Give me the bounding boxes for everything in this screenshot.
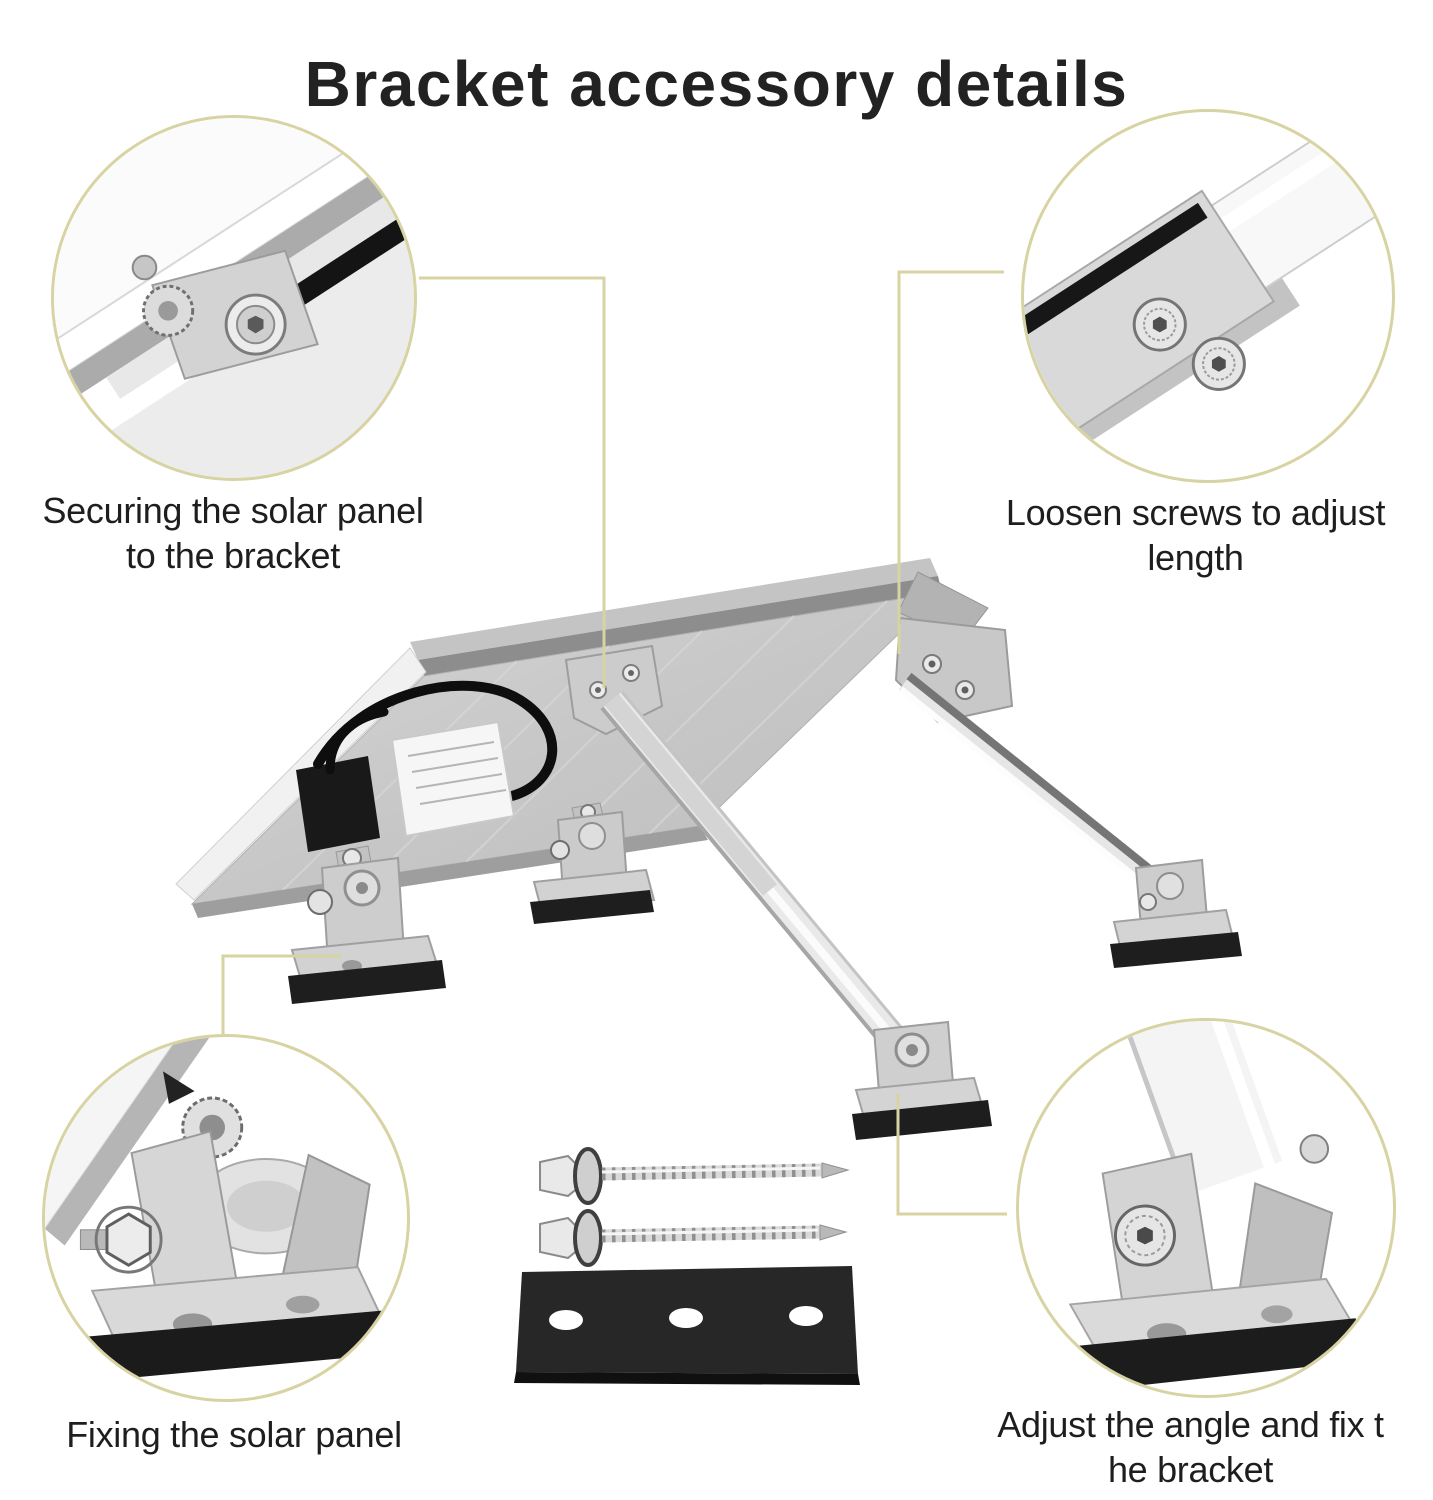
page-title: Bracket accessory details (304, 47, 1129, 120)
foot-mount-far-right (1110, 858, 1242, 968)
corner-hinge-bracket (894, 571, 1014, 724)
caption-line: Adjust the angle and fix t (997, 1404, 1384, 1445)
rubber-pad (1058, 1318, 1366, 1394)
side-bolt (105, 1212, 152, 1267)
caption-line: Loosen screws to adjust (1005, 492, 1386, 533)
caption-line: Fixing the solar panel (66, 1414, 402, 1455)
caption-securing-panel: Securing the solar panel to the bracket (0, 488, 466, 578)
leader-line-top-right (897, 270, 1004, 654)
adjustment-screw-1 (1132, 297, 1187, 352)
adjustment-screw-2 (1191, 336, 1246, 391)
caption-line: length (1147, 537, 1244, 578)
caption-adjust-angle: Adjust the angle and fix t he bracket (948, 1402, 1433, 1492)
caption-line: Securing the solar panel (42, 490, 424, 531)
leader-line-bottom-left (221, 954, 342, 1034)
spec-label (390, 720, 516, 838)
foot-mount-middle (530, 802, 656, 924)
leader-line-top-left (419, 276, 606, 688)
junction-box (296, 680, 558, 852)
detail-photo-securing-panel (51, 115, 417, 481)
mounting-screw-2 (539, 1209, 848, 1267)
rubber-mounting-pad (514, 1266, 860, 1385)
foot-mount-rear-center (852, 1020, 992, 1140)
caption-line: he bracket (1107, 1449, 1274, 1490)
leader-line-bottom-right (896, 1094, 1007, 1216)
rubber-pad (82, 1310, 392, 1382)
foot-mount-front-left (288, 845, 446, 1004)
detail-photo-fixing-panel (42, 1034, 410, 1402)
panel-clamp-bracket (564, 644, 664, 736)
detail-photo-adjust-length (1021, 109, 1395, 483)
front-support-arm (600, 691, 917, 1062)
rear-support-arm (898, 672, 1169, 898)
caption-loosen-screws: Loosen screws to adjust length (958, 490, 1433, 580)
solar-panel (175, 558, 944, 918)
mounting-screw-1 (539, 1147, 850, 1205)
caption-fixing-panel: Fixing the solar panel (8, 1412, 460, 1457)
detail-photo-adjust-angle (1016, 1018, 1396, 1398)
caption-line: to the bracket (126, 535, 340, 576)
